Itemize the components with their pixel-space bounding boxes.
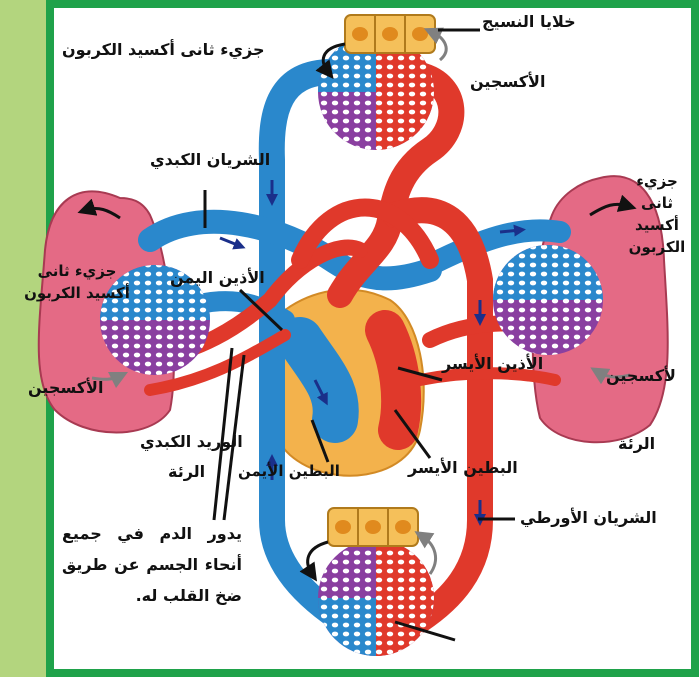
label-co2-right-line-4: الكربون (626, 236, 688, 258)
label-co2-right-line-1: جزيء (626, 170, 688, 192)
label-oxygen-top: الأكسجين (470, 72, 545, 91)
label-lung-right: الرئة (618, 434, 655, 453)
label-co2-left: جزيء ثانى أكسيد الكربون (2, 260, 152, 304)
label-hepatic-vein: الوريد الكبدي (140, 432, 243, 451)
label-left-ventricle: البطين الأيسر (408, 458, 518, 477)
label-co2-right-line-3: أكسيد (626, 214, 688, 236)
label-left-atrium: الأذين الأيسر (442, 354, 543, 373)
tissue-cells-top (345, 15, 435, 53)
label-co2-right-line-2: ثانى (626, 192, 688, 214)
label-oxygen-left: الأكسجين (28, 378, 103, 397)
label-co2-right: جزيء ثانى أكسيد الكربون (626, 170, 688, 258)
label-co2-left-line-2: أكسيد الكربون (2, 282, 152, 304)
label-right-atrium: الأذين اليمن (170, 268, 265, 287)
label-lung-left: الرئة (168, 462, 205, 481)
tissue-cells-bottom (328, 508, 418, 546)
label-oxygen-right: لأكسجين (606, 366, 676, 385)
label-hepatic-artery: الشريان الكبدي (150, 150, 270, 169)
label-right-ventricle: البطين الأيمن (238, 462, 340, 481)
description-text: يدور الدم في جميع أنحاء الجسم عن طريق ضخ… (62, 518, 242, 611)
label-tissue-cells: خلايا النسيج (482, 12, 576, 31)
label-aorta: الشريان الأورطي (520, 508, 657, 527)
label-co2-top: جزيء ثانى أكسيد الكربون (62, 40, 265, 59)
label-co2-left-line-1: جزيء ثانى (2, 260, 152, 282)
